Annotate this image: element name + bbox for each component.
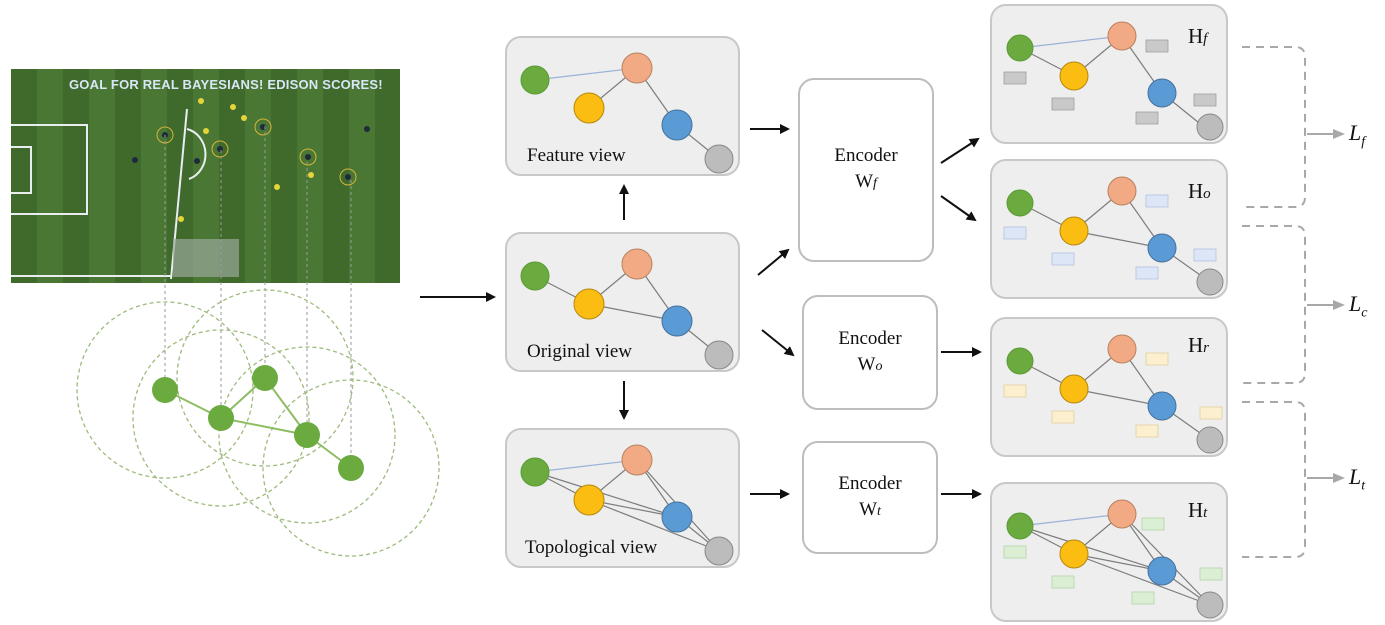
feature-view-panel: Feature view (505, 36, 740, 176)
encoder-t-box: Encoder Wt (802, 441, 938, 554)
encoder-t-weight: W (859, 498, 878, 520)
original-view-label: Original view (527, 341, 633, 362)
loss-lc-label: Lc (1349, 291, 1368, 321)
output-hr-panel: Hr (990, 317, 1228, 457)
output-ho-panel: Ho (990, 159, 1228, 299)
output-hr-label: Hr (1188, 333, 1210, 357)
encoder-o-weight-sub: o (875, 358, 883, 374)
arrow-original-to-encoder-f (757, 248, 790, 276)
encoder-f-name: Encoder (834, 145, 898, 166)
output-ht-graph (1003, 499, 1224, 619)
arrow-encoder-f-to-ho (940, 195, 977, 222)
encoder-f-weight: W (855, 171, 874, 192)
bracket-lt (1242, 401, 1306, 558)
feature-view-label: Feature view (527, 145, 626, 166)
encoder-o-name: Encoder (838, 327, 902, 349)
encoder-t-weight-sub: t (877, 503, 881, 519)
arrow-original-to-encoder-o (761, 329, 795, 357)
soccer-field-image: GOAL FOR REAL BAYESIANS! EDISON SCORES! (11, 69, 400, 283)
encoder-f-box: Encoder Wf (798, 78, 934, 262)
arrow-encoder-f-to-hf (940, 137, 980, 164)
loss-lt-label: Lt (1349, 464, 1366, 494)
encoder-f-weight-sub: f (873, 176, 877, 191)
feature-view-graph (520, 52, 734, 174)
bracket-lf (1242, 46, 1306, 208)
original-view-panel: Original view (505, 232, 740, 372)
field-markings (11, 98, 370, 280)
output-hf-label: Hf (1188, 24, 1208, 48)
topological-view-label: Topological view (525, 537, 658, 558)
bracket-lc (1242, 225, 1306, 384)
original-view-graph (520, 248, 734, 370)
output-ho-graph (1003, 176, 1224, 296)
topological-view-panel: Topological view (505, 428, 740, 568)
output-ht-panel: Ht (990, 482, 1228, 622)
tracking-graph (76, 126, 440, 557)
encoder-o-weight: W (857, 353, 876, 375)
loss-lf-label: Lf (1349, 120, 1366, 150)
output-ht-label: Ht (1188, 498, 1208, 522)
reconstruct-boxes (1003, 352, 1223, 438)
feature-boxes (1003, 39, 1217, 125)
topology-boxes (1003, 517, 1223, 605)
topological-view-graph (520, 444, 734, 566)
original-boxes (1003, 194, 1217, 280)
output-ho-label: Ho (1188, 179, 1211, 203)
output-hf-panel: Hf (990, 4, 1228, 144)
encoder-o-box: Encoder Wo (802, 295, 938, 410)
output-hf-graph (1003, 21, 1224, 141)
encoder-t-name: Encoder (838, 472, 902, 494)
output-hr-graph (1003, 334, 1224, 454)
field-banner-text: GOAL FOR REAL BAYESIANS! EDISON SCORES! (69, 77, 383, 92)
